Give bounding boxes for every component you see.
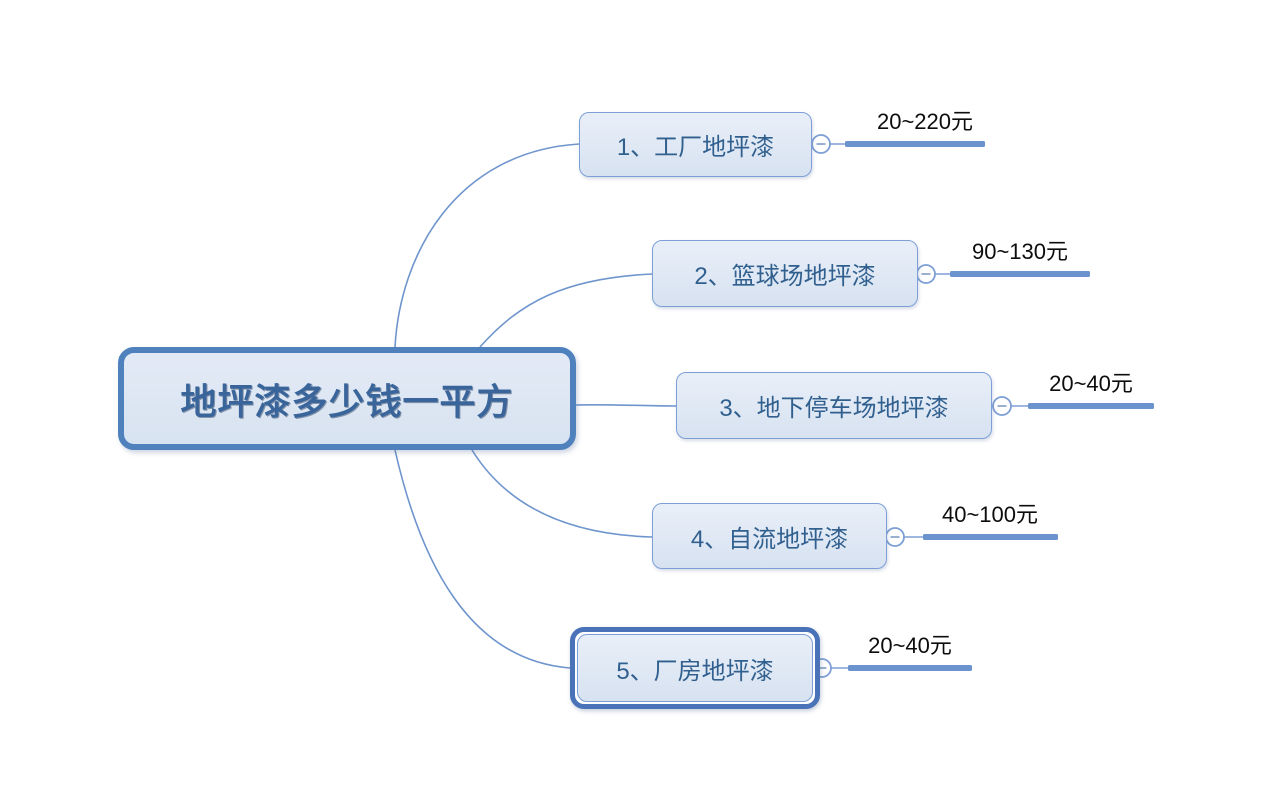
branch-curve-5 <box>394 449 571 669</box>
price-underline-3 <box>1028 403 1154 409</box>
branch-node-3[interactable]: 3、地下停车场地坪漆 <box>676 372 992 439</box>
collapse-button-2[interactable] <box>916 264 936 284</box>
branch-node-1[interactable]: 1、工厂地坪漆 <box>579 112 812 177</box>
price-label-5: 20~40元 <box>868 633 952 658</box>
price-label-1: 20~220元 <box>876 109 974 134</box>
branch-node-4[interactable]: 4、自流地坪漆 <box>652 503 887 569</box>
price-underline-5 <box>848 665 972 671</box>
branch-curve-1 <box>394 143 580 348</box>
collapse-button-4[interactable] <box>885 527 905 547</box>
price-label-2: 90~130元 <box>971 239 1069 264</box>
branch-label-2: 2、篮球场地坪漆 <box>694 263 876 290</box>
branch-curve-4 <box>471 449 653 538</box>
collapse-button-3[interactable] <box>992 396 1012 416</box>
branch-label-4: 4、自流地坪漆 <box>690 525 849 553</box>
branch-label-3: 3、地下停车场地坪漆 <box>719 395 949 422</box>
collapse-button-1[interactable] <box>811 134 831 154</box>
branch-node-5[interactable]: 5、厂房地坪漆 <box>577 634 813 702</box>
branch-label-5: 5、厂房地坪漆 <box>616 657 774 685</box>
branch-curve-3 <box>575 403 677 407</box>
price-underline-4 <box>923 534 1058 540</box>
price-label-3: 20~40元 <box>1049 371 1133 396</box>
root-topic-node[interactable]: 地坪漆多少钱一平方 <box>118 347 576 450</box>
price-underline-2 <box>950 271 1090 277</box>
price-underline-1 <box>845 141 985 147</box>
branch-node-2[interactable]: 2、篮球场地坪漆 <box>652 240 918 307</box>
branch-curve-2 <box>479 273 653 348</box>
root-topic-label: 地坪漆多少钱一平方 <box>180 380 514 422</box>
branch-node-5-selection-outline: 5、厂房地坪漆 <box>570 627 820 709</box>
branch-label-1: 1、工厂地坪漆 <box>616 134 775 161</box>
price-label-4: 40~100元 <box>941 502 1039 527</box>
